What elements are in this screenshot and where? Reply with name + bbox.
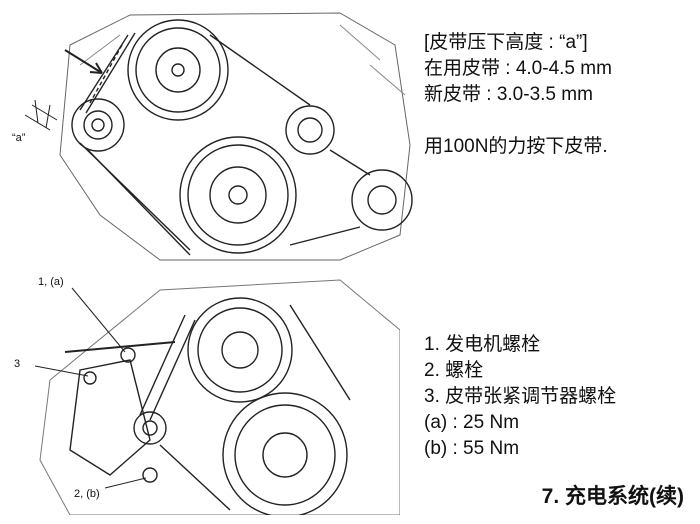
callout-bolt-3: 3 [14, 358, 21, 370]
section-title: 7. 充电系统(续) [541, 485, 684, 508]
torque-a: (a) : 25 Nm [424, 412, 520, 433]
legend-block: 1. 发电机螺栓 2. 螺栓 3. 皮带张紧调节器螺栓 (a) : 25 Nm … [424, 332, 616, 462]
alternator-drawing [34, 279, 400, 515]
callout-bolt-2b: 2, (b) [74, 488, 100, 500]
spec-used-belt: 在用皮带 : 4.0-4.5 mm [424, 58, 612, 79]
legend-item-2: 2. 螺栓 [424, 360, 484, 381]
spec-new-belt: 新皮带 : 3.0-3.5 mm [424, 84, 593, 105]
torque-b: (b) : 55 Nm [424, 438, 520, 459]
belt-spec-block: [皮带压下高度 : “a”] 在用皮带 : 4.0-4.5 mm 新皮带 : 3… [424, 30, 612, 160]
legend-item-3: 3. 皮带张紧调节器螺栓 [424, 386, 617, 407]
engine-belt-drawing [24, 12, 413, 261]
spec-instruction: 用100N的力按下皮带. [424, 136, 608, 157]
legend-item-1: 1. 发电机螺栓 [424, 334, 541, 355]
callout-bolt-1a: 1, (a) [38, 276, 64, 288]
alternator-bolts-figure [10, 270, 400, 515]
callout-a: “a” [12, 132, 26, 144]
belt-deflection-figure [10, 5, 420, 265]
spec-title: [皮带压下高度 : “a”] [424, 32, 588, 53]
